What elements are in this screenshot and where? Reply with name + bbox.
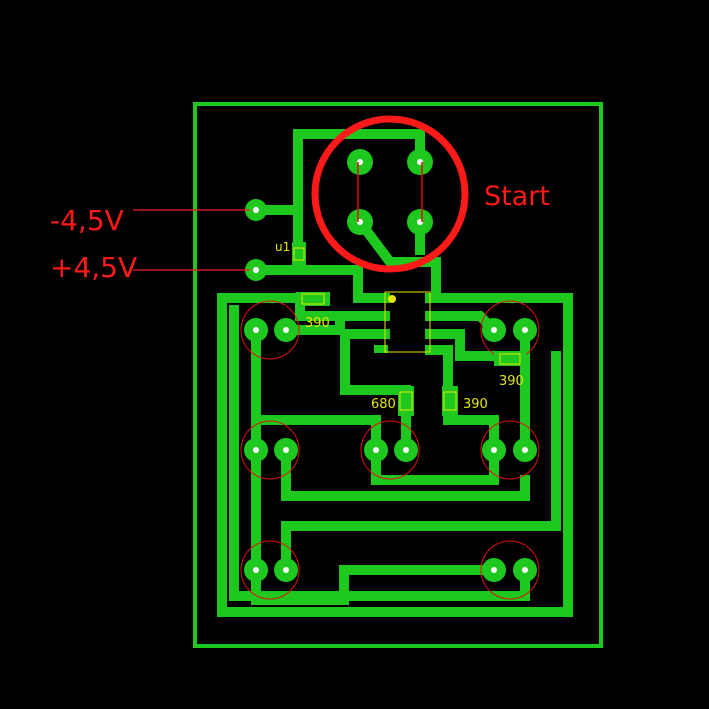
trace-top-loop xyxy=(293,129,425,215)
r-right-silk xyxy=(499,353,521,365)
ic-silk xyxy=(384,291,431,353)
start-label: Start xyxy=(484,181,550,212)
board-outline xyxy=(193,102,603,648)
component-outlines xyxy=(240,300,540,600)
trace-pos-supply xyxy=(251,265,390,303)
led-outline-1 xyxy=(240,300,300,360)
r-right-body xyxy=(494,352,526,366)
trace-lower-loop xyxy=(281,351,561,575)
led-outline-7 xyxy=(480,540,540,600)
r-left-silk xyxy=(399,391,413,411)
led-outline-5 xyxy=(480,420,540,480)
led-outline-6 xyxy=(240,540,300,600)
pos-supply-label: +4,5V xyxy=(50,251,137,284)
r-mid-label: 390 xyxy=(463,397,488,412)
trace-bottom-right xyxy=(229,305,530,601)
r-mid-silk xyxy=(443,391,457,411)
trace-chip-right xyxy=(425,325,530,361)
start-button-outline xyxy=(311,115,469,273)
r-left-label: 680 xyxy=(371,397,396,412)
smd-components xyxy=(292,242,526,416)
led-outline-3 xyxy=(240,420,300,480)
r-top-label: 390 xyxy=(305,316,330,331)
r-left-body xyxy=(398,386,414,416)
ic-pin1-marker xyxy=(388,295,396,303)
trace-outer-frame xyxy=(217,293,573,617)
r-top-silk xyxy=(301,293,325,305)
c1-silk xyxy=(293,247,305,261)
led-outline-4 xyxy=(360,420,420,480)
r-top-body xyxy=(296,292,330,306)
trace-mid-bottom xyxy=(371,445,499,485)
r-right-label: 390 xyxy=(499,374,524,389)
r-mid-body xyxy=(442,386,458,416)
c1-label: u1 xyxy=(275,240,290,254)
neg-supply-label: -4,5V xyxy=(50,204,124,237)
trace-mid-right xyxy=(281,445,530,501)
